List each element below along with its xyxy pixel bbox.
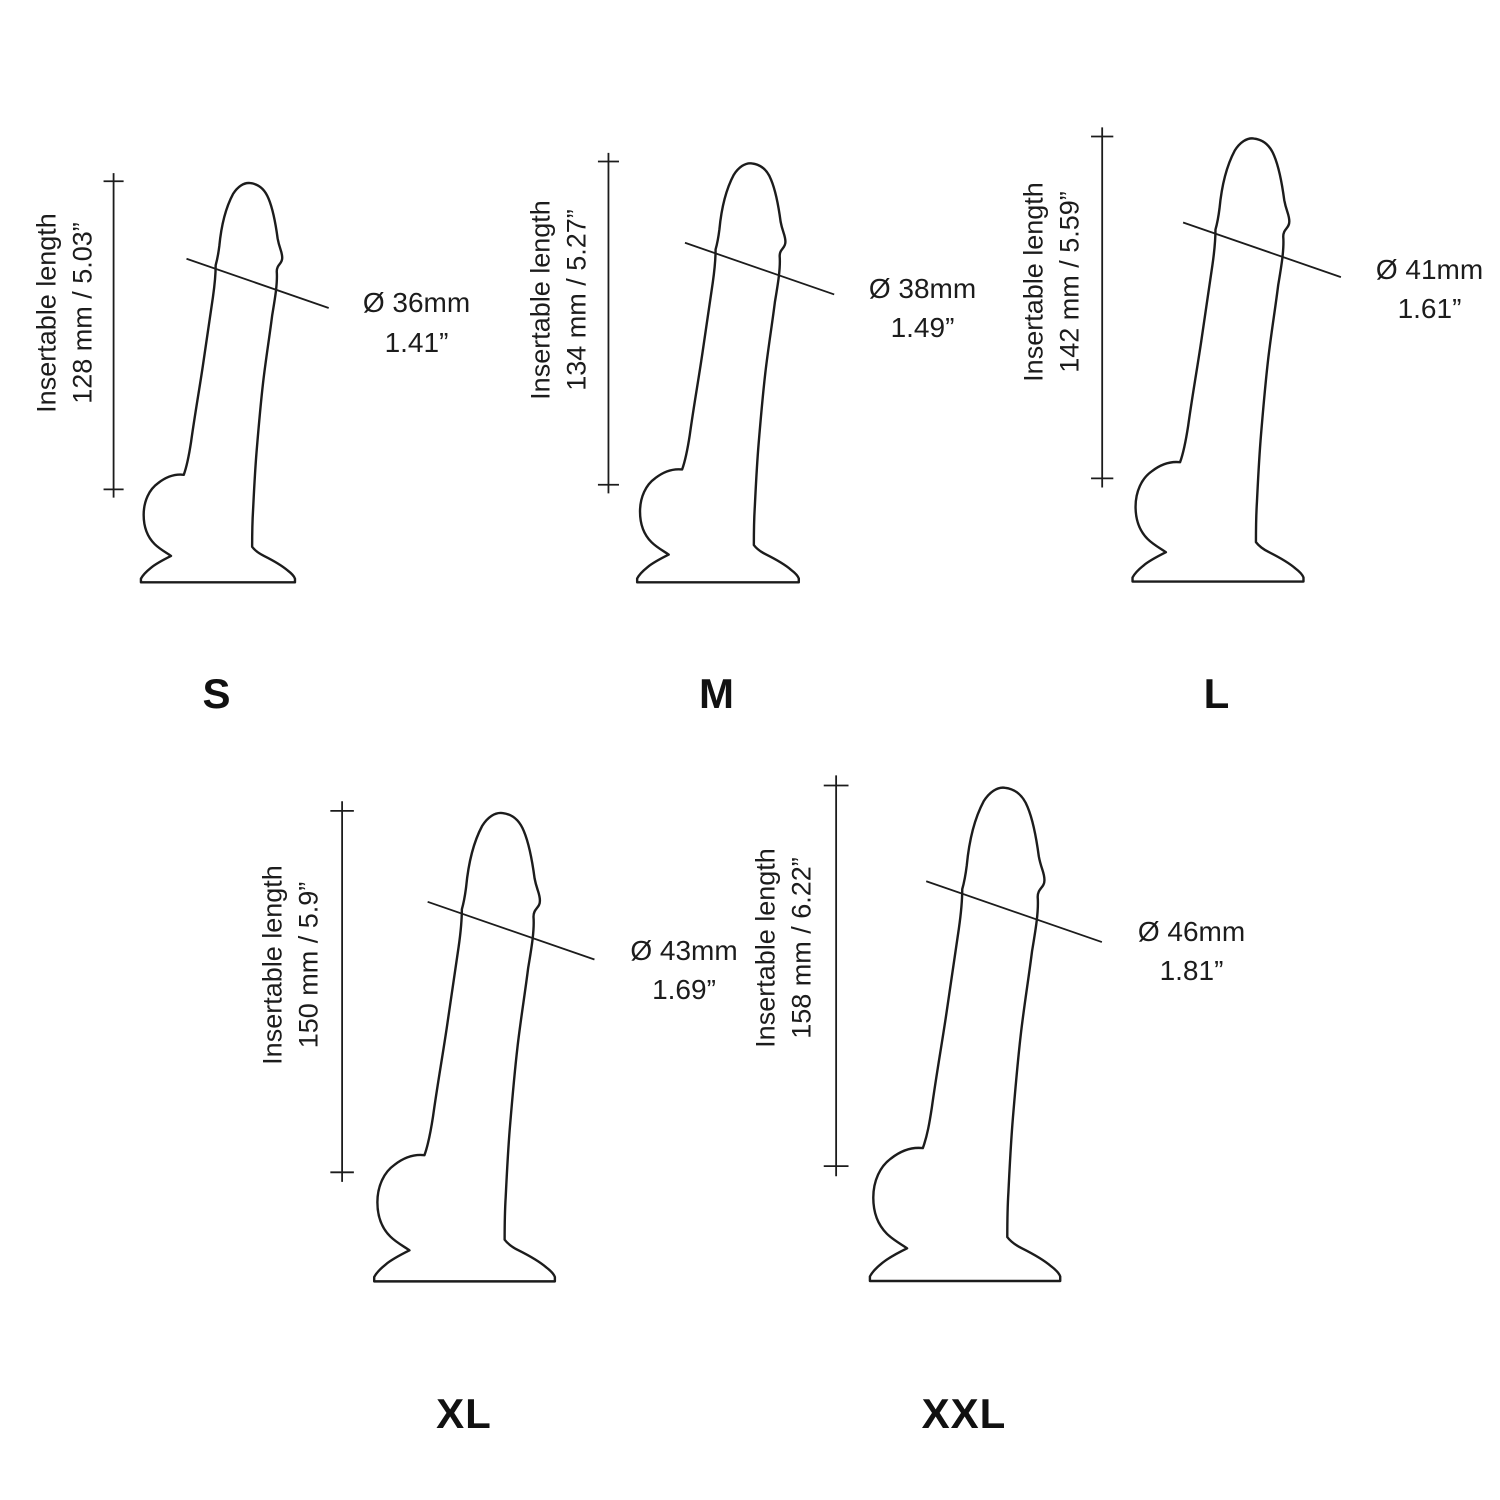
diameter-label: Ø 38mm 1.49” — [838, 269, 1008, 347]
insertable-length-value: 158 mm / 6.22” — [786, 857, 817, 1039]
diameter-mm: Ø 38mm — [868, 272, 977, 304]
diameter-inch: 1.41” — [384, 326, 449, 358]
diameter-label: Ø 46mm 1.81” — [1107, 912, 1277, 990]
product-outline-drawing — [821, 774, 1103, 1283]
figure-l: Insertable length 142 mm / 5.59” Ø 41mm … — [1018, 124, 1483, 590]
size-name: XL — [436, 1390, 492, 1437]
insertable-length-value: 142 mm / 5.59” — [1054, 191, 1085, 374]
diameter-mm: Ø 46mm — [1137, 915, 1246, 947]
diameter-mm: Ø 41mm — [1375, 253, 1484, 285]
insertable-length-value: 128 mm / 5.03” — [67, 222, 98, 404]
size-name: L — [1203, 670, 1231, 717]
diameter-label: Ø 36mm 1.41” — [332, 283, 502, 361]
diameter-label: Ø 41mm 1.61” — [1345, 250, 1500, 328]
product-outline-drawing — [596, 151, 835, 584]
insertable-length-value: 150 mm / 5.9” — [294, 881, 324, 1049]
size-name: XXL — [921, 1390, 1007, 1437]
insertable-length-value: 134 mm / 5.27” — [561, 208, 592, 391]
figure-xxl: Insertable length 158 mm / 6.22” Ø 46mm … — [750, 772, 1245, 1290]
top-row: Insertable length 128 mm / 5.03” Ø 36mm … — [0, 124, 1483, 718]
diameter-inch: 1.49” — [890, 311, 955, 343]
insertable-length-label: Insertable length 158 mm / 6.22” — [747, 848, 820, 1048]
insertable-length-label: Insertable length 128 mm / 5.03” — [28, 213, 101, 413]
size-cell-xl: Insertable length 150 mm / 5.9” Ø 43mm 1… — [214, 798, 738, 1438]
size-cell-m: Insertable length 134 mm / 5.27” Ø 38mm … — [467, 150, 976, 718]
insertable-length-title: Insertable length — [750, 848, 781, 1048]
figure-s: Insertable length 128 mm / 5.03” Ø 36mm … — [31, 170, 470, 590]
product-outline-drawing — [1089, 126, 1342, 583]
insertable-length-label: Insertable length 142 mm / 5.59” — [1015, 183, 1088, 383]
diameter-inch: 1.81” — [1159, 955, 1224, 987]
figure-m: Insertable length 134 mm / 5.27” Ø 38mm … — [525, 150, 976, 590]
size-name: M — [699, 670, 735, 717]
insertable-length-title: Insertable length — [257, 865, 288, 1066]
diameter-mm: Ø 36mm — [362, 287, 471, 319]
insertable-length-label: Insertable length 134 mm / 5.27” — [522, 200, 595, 400]
bottom-row: Insertable length 150 mm / 5.9” Ø 43mm 1… — [0, 772, 1464, 1438]
diameter-label: Ø 43mm 1.69” — [599, 931, 769, 1009]
product-outline-drawing — [101, 171, 330, 584]
size-cell-l: Insertable length 142 mm / 5.59” Ø 41mm … — [967, 124, 1483, 718]
product-outline-drawing — [329, 800, 596, 1283]
size-cell-xxl: Insertable length 158 mm / 6.22” Ø 46mm … — [714, 772, 1245, 1438]
insertable-length-title: Insertable length — [525, 199, 556, 400]
diameter-mm: Ø 43mm — [630, 934, 738, 966]
figure-xl: Insertable length 150 mm / 5.9” Ø 43mm 1… — [258, 798, 738, 1290]
diameter-inch: 1.69” — [652, 974, 716, 1006]
insertable-length-title: Insertable length — [31, 212, 62, 413]
size-name: S — [202, 670, 232, 717]
diameter-inch: 1.61” — [1397, 293, 1462, 324]
insertable-length-label: Insertable length 150 mm / 5.9” — [255, 865, 328, 1065]
size-cell-s: Insertable length 128 mm / 5.03” Ø 36mm … — [0, 170, 470, 718]
insertable-length-title: Insertable length — [1018, 182, 1049, 383]
